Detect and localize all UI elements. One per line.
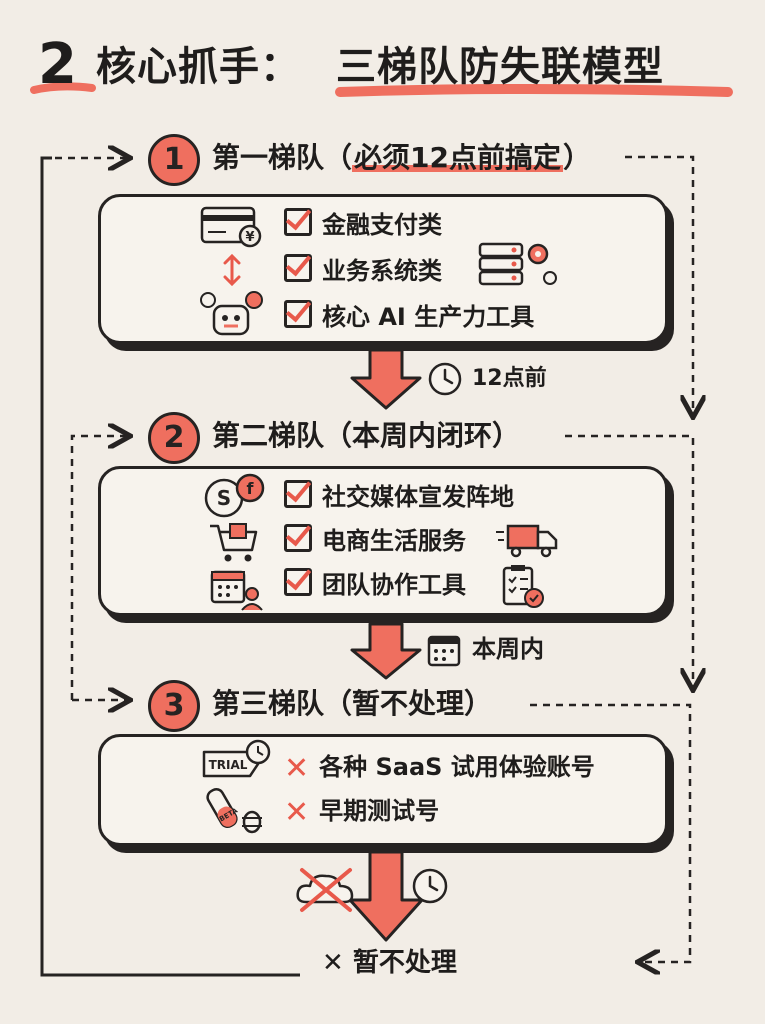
left-solid-line <box>40 156 300 977</box>
check-icon <box>284 254 312 282</box>
tier1-item-2: 业务系统类 <box>284 254 442 288</box>
final-cross-icon: ✕ <box>322 948 344 978</box>
tier2-item-1: 社交媒体宣发阵地 <box>284 480 514 514</box>
tier3-number-badge: 3 <box>148 680 200 732</box>
clock-icon-bottom <box>412 868 448 904</box>
title-num-underline <box>30 82 96 94</box>
server-gear-icon <box>478 242 557 286</box>
updown-arrow-icon <box>223 254 241 286</box>
beta-testtube-icon: BETA <box>206 787 262 834</box>
tier2-item-3-label: 团队协作工具 <box>322 571 466 599</box>
tier1-item-1: 金融支付类 <box>284 208 442 242</box>
final-label: ✕ 暂不处理 <box>322 946 457 980</box>
tier1-card <box>98 194 668 344</box>
dash-right-rail-3 <box>530 703 692 962</box>
dash-right-rail-1 <box>625 155 693 415</box>
clock-icon <box>428 362 462 396</box>
cross-icon: ✕ <box>284 751 310 786</box>
crossed-cloud-icon <box>296 868 354 912</box>
dash-to-tier2 <box>70 436 128 700</box>
tier2-heading: 第二梯队（本周内闭环） <box>212 419 521 452</box>
tier3-card <box>98 734 668 846</box>
payment-card-icon: ¥ <box>200 206 262 248</box>
tier2-number-badge: 2 <box>148 412 200 464</box>
tier3-item-1: ✕ 各种 SaaS 试用体验账号 <box>284 750 595 784</box>
social-s-letter: S <box>217 486 231 510</box>
tier3-heading: 第三梯队（暂不处理） <box>212 687 493 720</box>
clipboard-check-icon <box>502 565 544 608</box>
tier1-condition: 必须12点前搞定 <box>352 141 563 174</box>
tier3-item-1-label: 各种 SaaS 试用体验账号 <box>319 753 595 781</box>
tier1-item-1-label: 金融支付类 <box>322 211 442 239</box>
shopping-cart-icon <box>210 523 258 562</box>
trial-tag-text: TRIAL <box>209 758 248 772</box>
down-arrow-2 <box>350 622 422 680</box>
tier2-item-3: 团队协作工具 <box>284 568 466 602</box>
ai-robot-icon <box>200 291 263 336</box>
social-media-icon: S f <box>204 473 265 518</box>
tier1-item-2-label: 业务系统类 <box>322 257 442 285</box>
tier1-item-3: 核心 AI 生产力工具 <box>284 300 534 334</box>
trial-tag-icon: TRIAL <box>202 739 271 778</box>
tier1-name: 第一梯队（ <box>212 141 353 174</box>
tier2-item-2-label: 电商生活服务 <box>322 527 466 555</box>
title-highlight: 三梯队防失联模型 <box>336 44 664 90</box>
down-arrow-1 <box>350 348 422 410</box>
tier1-close: ） <box>562 141 591 174</box>
tier3-item-2: ✕ 早期测试号 <box>284 794 439 828</box>
tier2-next-label: 本周内 <box>472 635 544 663</box>
tier1-next-label: 12点前 <box>472 366 547 391</box>
currency-symbol: ¥ <box>245 230 254 245</box>
tier1-number-badge: 1 <box>148 134 200 186</box>
cross-icon: ✕ <box>284 795 310 830</box>
social-f-letter: f <box>247 479 255 498</box>
final-label-text: 暂不处理 <box>352 948 457 978</box>
title-number: 2 <box>38 32 77 97</box>
tier3-item-2-label: 早期测试号 <box>319 797 440 825</box>
down-arrow-3 <box>348 850 424 942</box>
tier2-item-2: 电商生活服务 <box>284 524 466 558</box>
tier1-heading: 第一梯队（必须12点前搞定） <box>212 138 591 178</box>
check-icon <box>284 300 312 328</box>
tier1-item-3-label: 核心 AI 生产力工具 <box>322 303 535 331</box>
calendar-icon <box>427 635 461 667</box>
check-icon <box>284 480 312 508</box>
check-icon <box>284 524 312 552</box>
check-icon <box>284 208 312 236</box>
tier2-card <box>98 466 668 616</box>
title-underline <box>335 84 733 97</box>
title-prefix: 核心抓手： <box>96 44 301 90</box>
dash-right-rail-2 <box>565 434 693 688</box>
calendar-person-icon <box>210 570 263 611</box>
tier2-item-1-label: 社交媒体宣发阵地 <box>322 483 514 511</box>
delivery-truck-icon <box>496 524 558 558</box>
check-icon <box>284 568 312 596</box>
